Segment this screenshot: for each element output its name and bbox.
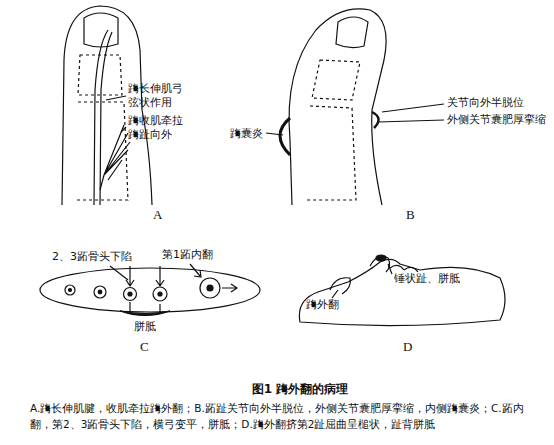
figure-title: 图1 踇外翻的病理 <box>150 382 450 396</box>
panel-letter: C <box>140 340 149 354</box>
part-label: 第1跖内翻 <box>162 248 213 262</box>
part-label: 外侧关节囊肥厚挛缩 <box>447 113 546 127</box>
panel-letter: A <box>153 208 162 222</box>
part-label: 2、3跖骨头下陷 <box>52 250 132 264</box>
part-label: 关节向外半脱位 <box>447 96 524 110</box>
part-label: 踇外翻 <box>306 298 339 312</box>
part-label: 踇收肌牵拉 踇趾向外 <box>128 114 190 142</box>
part-label: 锤状趾、胼胝 <box>394 272 460 286</box>
part-label: 踇长伸肌弓 弦状作用 <box>128 82 190 110</box>
figure-caption: A.踇长伸肌腱，收肌牵拉踇外翻；B.跖趾关节向外半脱位，外侧关节囊肥厚挛缩，内侧… <box>30 400 535 432</box>
panel-letter: B <box>406 208 415 222</box>
part-label: 踇囊炎 <box>230 127 263 141</box>
panel-letter: D <box>403 340 412 354</box>
part-label: 胼胝 <box>134 320 156 334</box>
